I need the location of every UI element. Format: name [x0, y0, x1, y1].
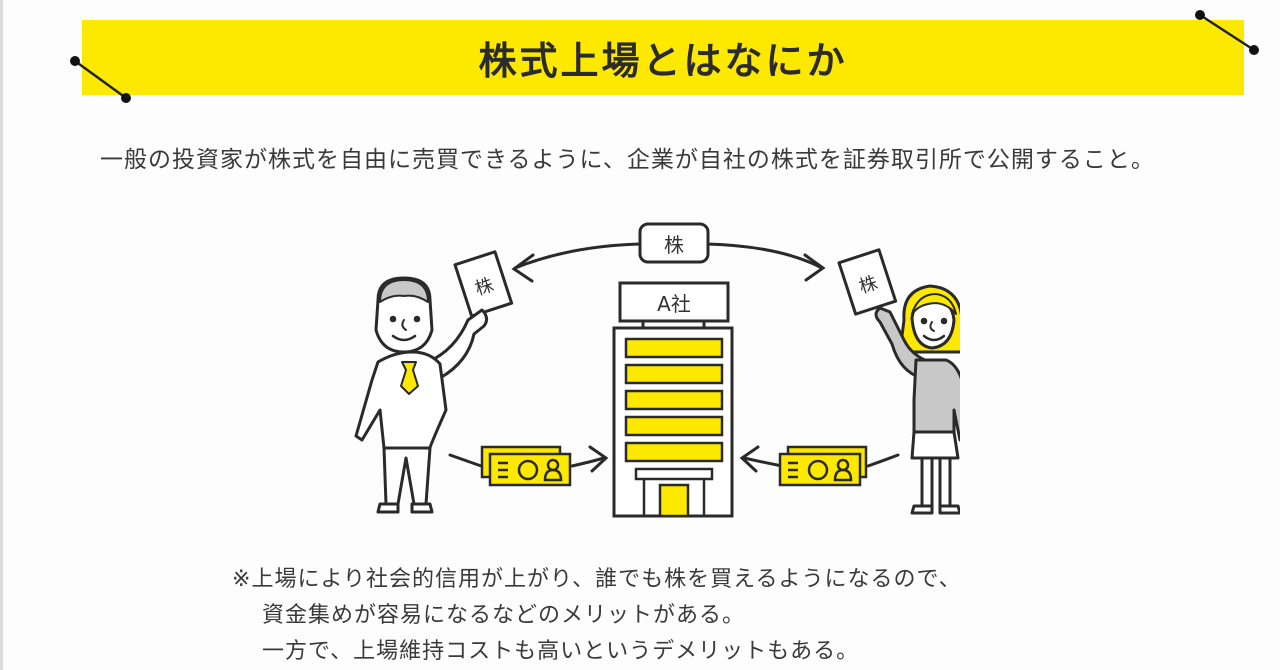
page-title: 株式上場とはなにか: [478, 39, 848, 83]
page-edge: [0, 0, 3, 670]
title-banner: 株式上場とはなにか: [82, 20, 1244, 95]
tape-pin-left-icon: [70, 56, 131, 103]
note-line-2: 資金集めが容易になるなどのメリットがある。: [262, 603, 746, 628]
note-line-3: 一方で、上場維持コストも高いというデメリットもある。: [262, 639, 860, 664]
svg-text:株: 株: [664, 233, 684, 257]
reference-mark: ※: [232, 567, 252, 592]
definition-text: 一般の投資家が株式を自由に売買できるように、企業が自社の株式を証券取引所で公開す…: [100, 147, 1155, 173]
svg-text:株: 株: [473, 275, 497, 301]
share-exchange-arrow-icon: [511, 242, 826, 283]
banknote-right-icon: [778, 445, 868, 487]
female-investor-icon: 株: [837, 248, 960, 515]
money-right-arrow: [739, 445, 900, 473]
office-building-icon: A社: [612, 281, 734, 518]
banknote-left-icon: [480, 445, 572, 487]
listing-diagram: 株 A社: [354, 222, 960, 518]
svg-text:A社: A社: [657, 292, 691, 316]
tape-pin-right-icon: [1195, 10, 1259, 55]
male-investor-icon: 株: [354, 250, 514, 514]
notes-block: ※上場により社会的信用が上がり、誰でも株を買えるようになるので、 資金集めが容易…: [232, 562, 962, 670]
svg-text:株: 株: [857, 273, 881, 299]
share-tag-top: 株: [638, 222, 710, 264]
note-line-1: ※上場により社会的信用が上がり、誰でも株を買えるようになるので、: [232, 567, 962, 592]
